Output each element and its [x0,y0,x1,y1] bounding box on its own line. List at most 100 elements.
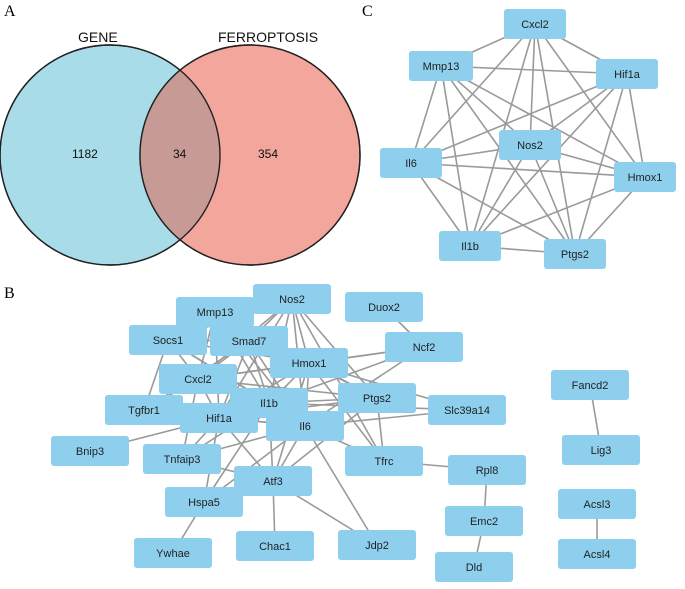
network-b-node-jdp2: Jdp2 [338,530,416,560]
network-c-edge-mmp13-il6 [410,65,442,164]
network-b-node-box-chac1 [236,531,314,561]
network-c-node-label-ptgs2: Ptgs2 [561,249,589,261]
network-b-node-box-atf3 [234,466,312,496]
network-b-node-label-il6: Il6 [299,421,311,433]
network-b-node-label-fancd2: Fancd2 [572,380,609,392]
network-b-node-fancd2: Fancd2 [551,370,629,400]
network-b-node-acsl3: Acsl3 [558,489,636,519]
network-b-node-box-ncf2 [385,332,463,362]
network-c-node-nos2: Nos2 [499,130,561,160]
venn-intersection-region [140,45,220,265]
network-c-node-box-nos2 [499,130,561,160]
network-b-node-box-fancd2 [551,370,629,400]
network-b-node-box-hspa5 [165,487,243,517]
network-b-node-label-slc39a14: Slc39a14 [444,405,490,417]
network-b-node-emc2: Emc2 [445,506,523,536]
network-b-node-label-dld: Dld [466,562,483,574]
network-c-node-box-cxcl2 [504,9,566,39]
network-b-node-bnip3: Bnip3 [51,436,129,466]
network-b-node-label-atf3: Atf3 [263,476,283,488]
network-b-node-atf3: Atf3 [234,466,312,496]
network-c-node-box-ptgs2 [544,239,606,269]
network-c-node-box-hmox1 [614,162,676,192]
network-b-node-label-hmox1: Hmox1 [292,358,327,370]
network-b-node-label-chac1: Chac1 [259,541,291,553]
network-b-node-box-lig3 [562,435,640,465]
network-c-node-label-mmp13: Mmp13 [423,61,460,73]
network-b-node-label-tgfbr1: Tgfbr1 [128,405,160,417]
network-c-edge-hif1a-il6 [410,73,628,164]
network-c-edge-nos2-ptgs2 [529,144,576,255]
venn-outline-left [0,44,221,266]
network-b-node-hspa5: Hspa5 [165,487,243,517]
network-b-node-dld: Dld [435,552,513,582]
network-b-node-box-bnip3 [51,436,129,466]
network-b-node-label-acsl3: Acsl3 [584,499,611,511]
network-c-node-label-il1b: Il1b [461,241,479,253]
network-b-edge-nos2-tfrc [291,298,385,462]
venn-outline-right [139,44,361,266]
network-b-node-box-hif1a [180,403,258,433]
network-b-node-box-mmp13 [176,297,254,327]
network-b-node-nos2: Nos2 [253,284,331,314]
network-b-node-box-acsl4 [558,539,636,569]
network-b-node-label-nos2: Nos2 [279,294,305,306]
network-c-node-il6: Il6 [380,148,442,178]
network-b-node-smad7: Smad7 [210,326,288,356]
network-c-node-box-il6 [380,148,442,178]
venn-set2-label: FERROPTOSIS [218,29,318,45]
network-c-edge-il6-ptgs2 [410,162,576,255]
network-b-node-label-ncf2: Ncf2 [413,342,436,354]
network-b-node-label-il1b: Il1b [260,398,278,410]
network-c-edge-il6-hmox1 [410,162,646,178]
panel-label-c: C [362,3,373,20]
network-c-node-cxcl2: Cxcl2 [504,9,566,39]
network-b-node-label-tfrc: Tfrc [375,456,394,468]
network-b-node-box-ptgs2 [338,383,416,413]
network-b-node-label-emc2: Emc2 [470,516,498,528]
network-c-edge-cxcl2-nos2 [529,23,536,146]
network-b-node-ywhae: Ywhae [134,538,212,568]
network-b-node-hif1a: Hif1a [180,403,258,433]
network-c-node-label-hif1a: Hif1a [614,69,641,81]
network-b-node-box-socs1 [129,325,207,355]
network-c-node-label-il6: Il6 [405,158,417,170]
network-c-node-hmox1: Hmox1 [614,162,676,192]
network-b-node-box-il6 [266,411,344,441]
network-b-node-box-hmox1 [270,348,348,378]
network-c-edge-nos2-il1b [469,144,531,247]
network-b-node-label-acsl4: Acsl4 [584,549,611,561]
network-b-node-label-tnfaip3: Tnfaip3 [164,454,201,466]
network-b-node-box-duox2 [345,292,423,322]
network-b-node-box-nos2 [253,284,331,314]
network-b-node-box-tfrc [345,446,423,476]
network-b-node-duox2: Duox2 [345,292,423,322]
network-c-node-ptgs2: Ptgs2 [544,239,606,269]
network-b-node-box-acsl3 [558,489,636,519]
network-b-node-box-tnfaip3 [143,444,221,474]
network-b-edge-il6-jdp2 [304,425,378,546]
network-b-node-box-jdp2 [338,530,416,560]
network-c-node-mmp13: Mmp13 [409,51,473,81]
network-b-node-mmp13: Mmp13 [176,297,254,327]
network-b-node-box-cxcl2 [159,364,237,394]
network-c-edge-hif1a-hmox1 [626,73,646,178]
network-b-node-rpl8: Rpl8 [448,455,526,485]
network-b-node-cxcl2: Cxcl2 [159,364,237,394]
network-b-node-box-tgfbr1 [105,395,183,425]
venn-diagram: GENE FERROPTOSIS 1182 34 354 [0,29,361,266]
network-c-node-label-nos2: Nos2 [517,140,543,152]
network-b-node-label-lig3: Lig3 [591,445,612,457]
network-c-node-label-cxcl2: Cxcl2 [521,19,549,31]
network-b-node-label-duox2: Duox2 [368,302,400,314]
panel-label-a: A [4,3,16,20]
network-b-node-tfrc: Tfrc [345,446,423,476]
network-b-node-label-bnip3: Bnip3 [76,446,104,458]
network-c-node-label-hmox1: Hmox1 [628,172,663,184]
venn-set1-label: GENE [78,29,118,45]
network-b-node-slc39a14: Slc39a14 [428,395,506,425]
network-b-node-ncf2: Ncf2 [385,332,463,362]
